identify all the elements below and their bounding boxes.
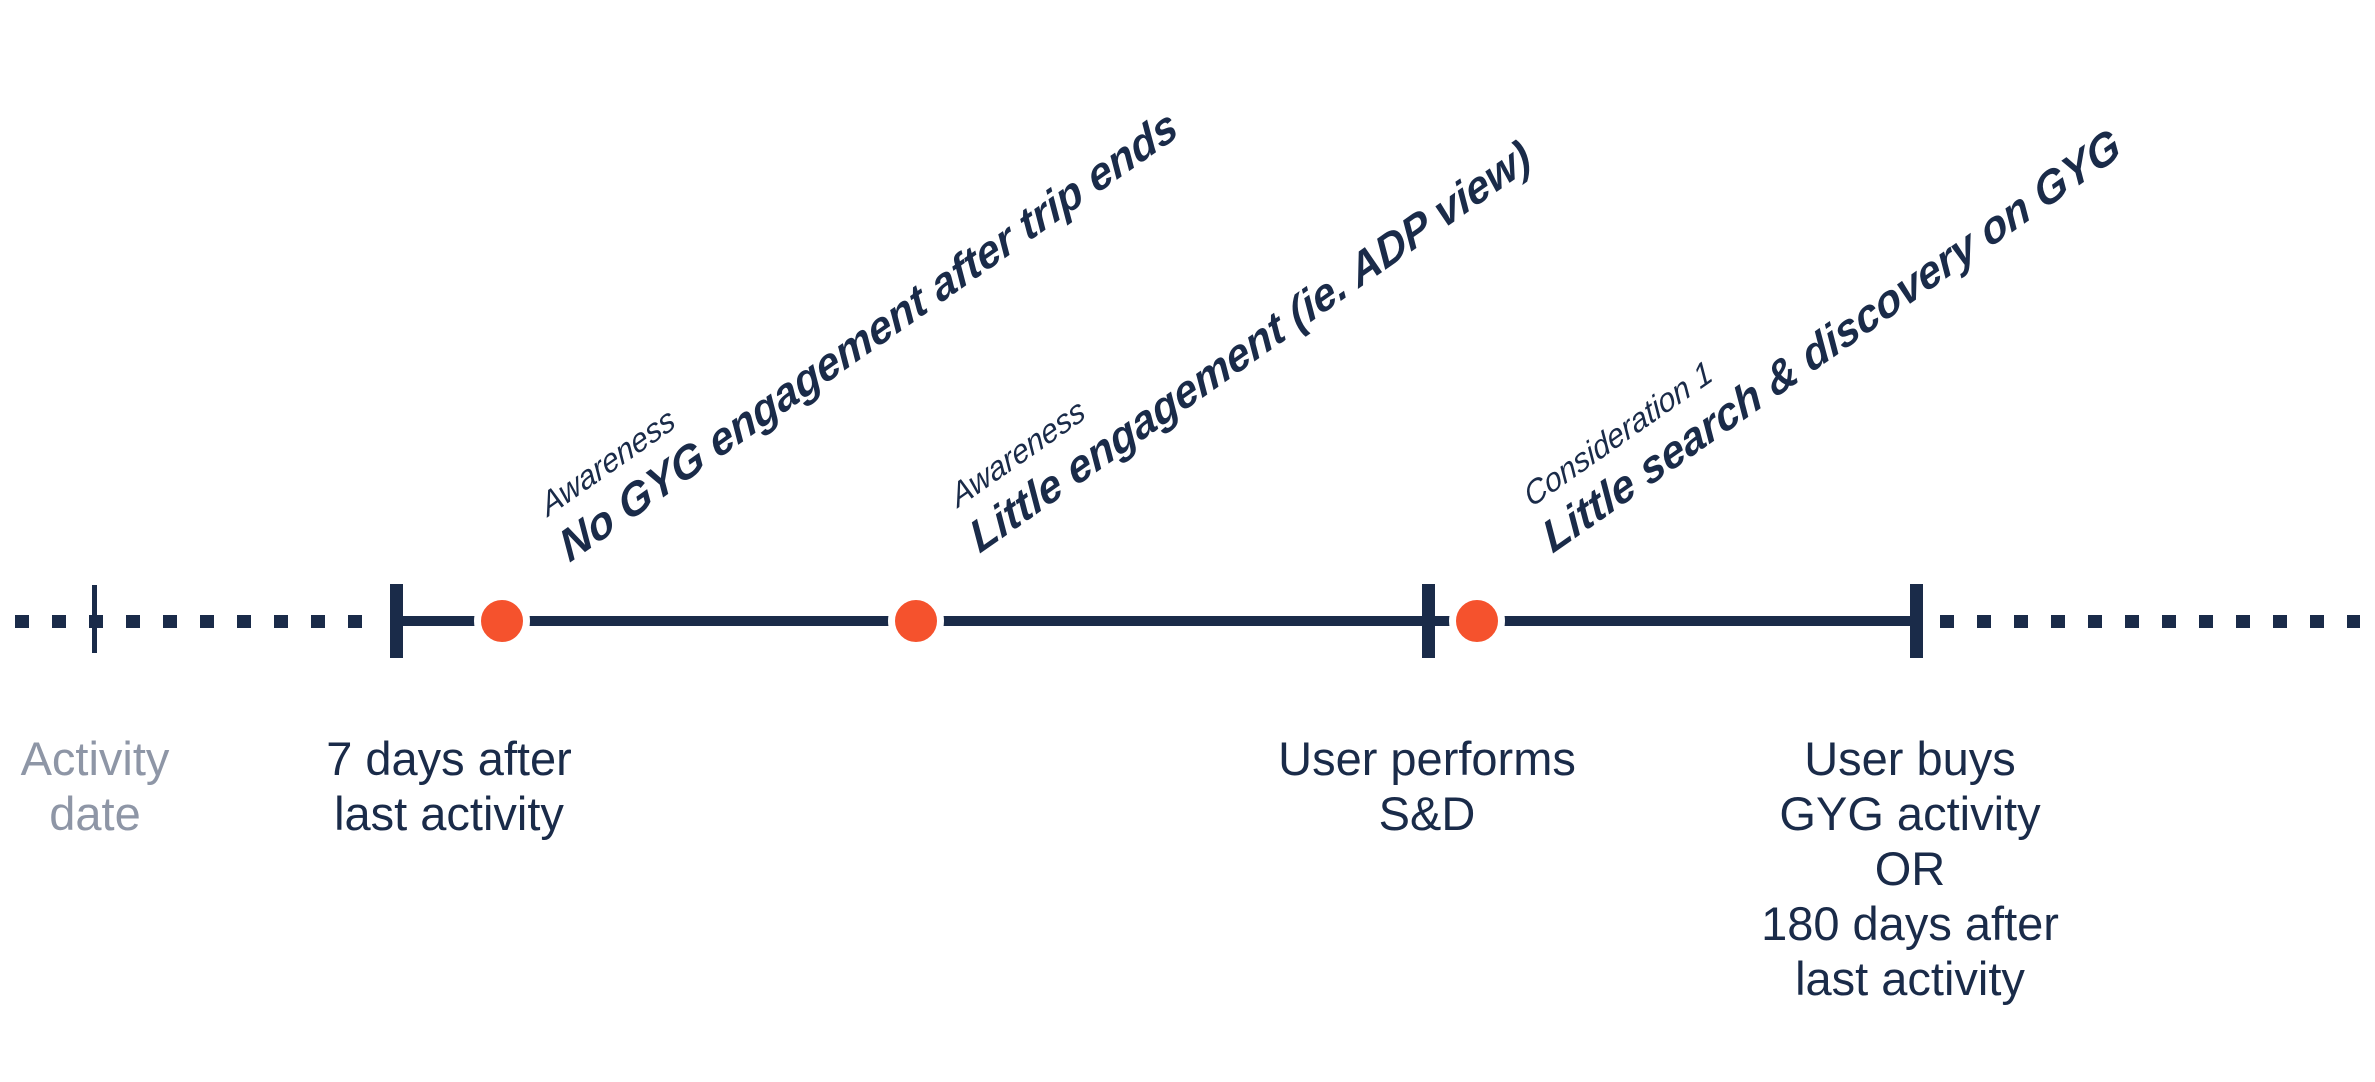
milestone-label-line: 180 days after xyxy=(1761,897,2059,950)
milestone-label-activity-date: Activity date xyxy=(0,731,405,841)
milestone-label-line: OR xyxy=(1874,842,1946,895)
milestone-label-user-buys: User buys GYG activity OR 180 days after… xyxy=(1600,731,2220,1006)
phase-label-awareness-1: Awareness No GYG engagement after trip e… xyxy=(535,61,1186,575)
milestone-label-user-performs-sd: User performs S&D xyxy=(1117,731,1737,841)
milestone-label-7-days-after: 7 days after last activity xyxy=(139,731,759,841)
phase-label-consideration-1: Consideration 1 Little search & discover… xyxy=(1518,80,2129,566)
timeline-dot-2 xyxy=(888,593,944,649)
milestone-label-line: User buys xyxy=(1804,732,2016,785)
milestone-label-line: GYG activity xyxy=(1779,787,2041,840)
milestone-label-line: last activity xyxy=(334,787,564,840)
tick-user-performs-sd xyxy=(1422,584,1435,658)
tick-7-days-after xyxy=(390,584,403,658)
dotted-line-left xyxy=(15,615,375,628)
phase-stage-label: Consideration 1 xyxy=(1518,352,1718,515)
phase-description: No GYG engagement after trip ends xyxy=(552,99,1185,573)
tick-activity-date xyxy=(92,585,97,653)
milestone-label-line: S&D xyxy=(1378,787,1476,840)
milestone-label-line: Activity xyxy=(20,732,170,785)
milestone-label-line: last activity xyxy=(1795,952,2025,1005)
timeline-dot-3 xyxy=(1449,593,1505,649)
phase-description: Little search & discovery on GYG xyxy=(1535,118,2128,564)
timeline-line xyxy=(396,616,1917,626)
dotted-line-right xyxy=(1940,615,2360,628)
milestone-label-line: date xyxy=(49,787,141,840)
milestone-label-line: User performs xyxy=(1278,732,1576,785)
milestone-label-line: 7 days after xyxy=(326,732,572,785)
tick-user-buys xyxy=(1910,584,1923,658)
timeline-dot-1 xyxy=(474,593,530,649)
